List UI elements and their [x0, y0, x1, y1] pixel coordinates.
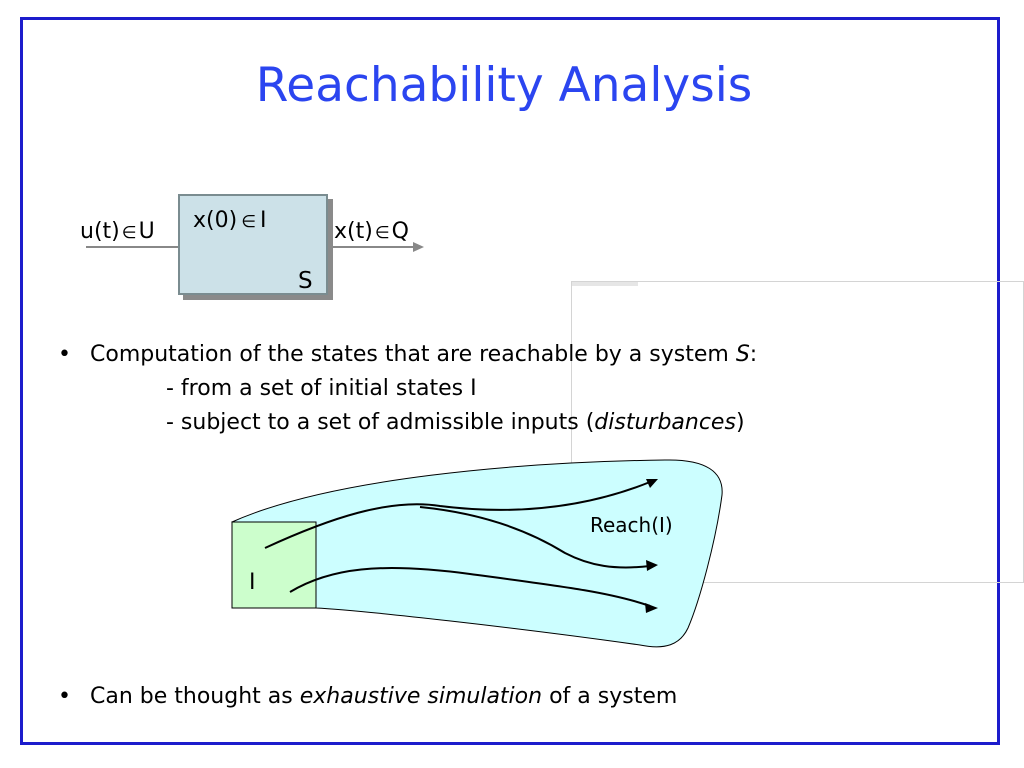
- trajectory-branch-arrowhead: [646, 560, 658, 571]
- reach-region: [231, 459, 723, 648]
- element-of-symbol: ∈: [121, 223, 137, 243]
- initial-state-label-group: x(0)∈I: [193, 208, 267, 233]
- initial-state-label: x(0): [193, 208, 238, 233]
- slide-border: [20, 17, 1000, 745]
- reach-set-label: Reach(I): [590, 513, 673, 537]
- initial-set-label: I: [249, 570, 256, 595]
- bullet-marker: •: [58, 342, 71, 367]
- slide-title: Reachability Analysis: [255, 58, 753, 113]
- trajectory-lower: [289, 567, 651, 607]
- initial-set-box: [231, 521, 317, 609]
- bullet1-line1-text: Computation of the states that are reach…: [90, 342, 736, 367]
- system-name: S: [298, 268, 313, 294]
- trajectory-upper: [264, 481, 651, 549]
- system-box: [178, 194, 328, 295]
- initial-state-set: I: [260, 208, 267, 233]
- bullet1-sub2-emphasis: disturbances: [594, 410, 736, 435]
- trajectory-upper-arrowhead: [646, 479, 658, 488]
- input-label-group: u(t)∈U: [80, 219, 155, 244]
- element-of-symbol: ∈: [241, 212, 256, 232]
- bullet1-sub2-text: - subject to a set of admissible inputs …: [166, 410, 595, 435]
- bullet2-emphasis: exhaustive simulation: [299, 684, 543, 709]
- trajectory-branch: [419, 506, 651, 569]
- output-label-group: x(t)∈Q: [334, 219, 409, 244]
- output-arrowhead: [413, 242, 424, 252]
- embedded-object-tag: [572, 282, 638, 286]
- bullet2-suffix: of a system: [542, 684, 678, 709]
- bullet1-sub2-suffix: ): [735, 410, 745, 435]
- bullet-marker: •: [58, 684, 71, 709]
- bullet1-sub2: - subject to a set of admissible inputs …: [166, 410, 745, 435]
- bullet1-line1: Computation of the states that are reach…: [90, 342, 757, 367]
- bullet2-line: Can be thought as exhaustive simulation …: [90, 684, 677, 709]
- element-of-symbol: ∈: [374, 223, 390, 243]
- bullet1-line1-suffix: :: [749, 342, 758, 367]
- output-label: x(t): [334, 219, 373, 244]
- bullet2-text: Can be thought as: [90, 684, 300, 709]
- output-set: Q: [391, 219, 409, 244]
- trajectory-lower-arrowhead: [645, 603, 658, 613]
- input-set: U: [138, 219, 155, 244]
- bullet1-system-name: S: [735, 342, 750, 367]
- bullet1-sub1: - from a set of initial states I: [166, 376, 477, 401]
- input-label: u(t): [80, 219, 120, 244]
